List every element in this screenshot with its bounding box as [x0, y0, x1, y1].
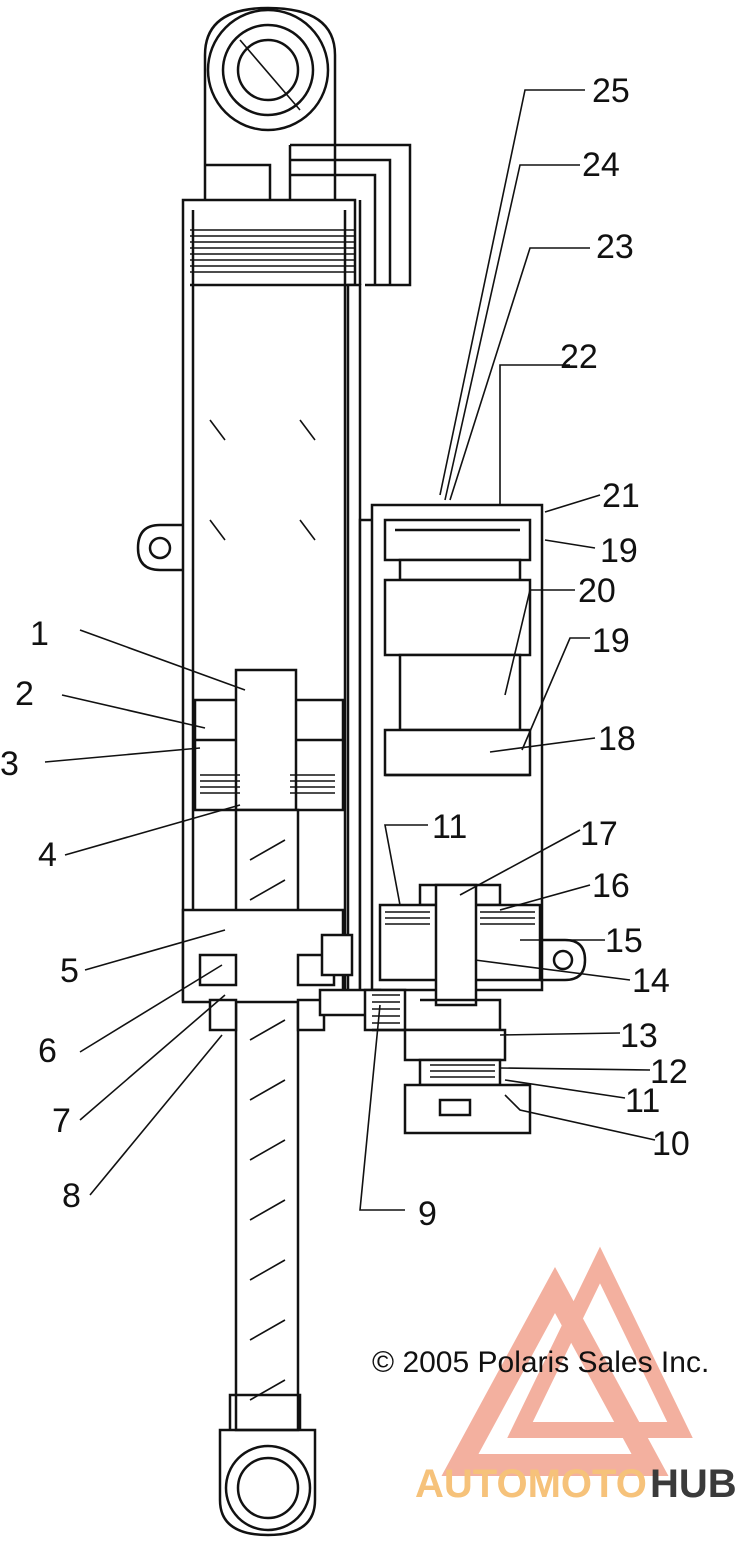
adjuster-knob-assembly: [372, 998, 532, 1135]
top-cap-threads: [190, 229, 355, 273]
callout-5: 5: [60, 952, 79, 990]
callout-2: 2: [15, 675, 34, 713]
callout-12: 12: [650, 1053, 688, 1091]
copyright-notice: © 2005 Polaris Sales Inc.: [372, 1346, 709, 1379]
reservoir-hose-top: [288, 143, 412, 287]
callout-3: 3: [0, 745, 19, 783]
callout-13: 13: [620, 1017, 658, 1055]
callout-18: 18: [598, 720, 636, 758]
hose-fitting: [318, 988, 407, 1032]
reservoir-side-ear: [540, 938, 587, 982]
callout-17: 17: [580, 815, 618, 853]
reservoir-body: [370, 503, 587, 1007]
leader-lines: [44, 89, 656, 1211]
piston-band: [200, 774, 335, 794]
callout-numbers: 1 2 3 4 5 6 7 8 9 10 11 11 12 13 14 15 1…: [0, 72, 690, 1233]
callout-16: 16: [592, 867, 630, 905]
watermark-text-automoto: AUTOMOTO: [415, 1462, 647, 1506]
callout-22: 22: [560, 338, 598, 376]
callout-6: 6: [38, 1032, 57, 1070]
callout-19-lower: 19: [592, 622, 630, 660]
callout-15: 15: [605, 922, 643, 960]
callout-11-upper: 11: [432, 808, 467, 846]
seal-head: [181, 908, 354, 1032]
callout-24: 24: [582, 146, 620, 184]
callout-7: 7: [52, 1102, 71, 1140]
callout-1: 1: [30, 615, 49, 653]
callout-19-upper: 19: [600, 532, 638, 570]
callout-4: 4: [38, 836, 57, 874]
callout-25: 25: [592, 72, 630, 110]
watermark-wordmark: AUTOMOTO HUB: [415, 1462, 737, 1506]
piston-rod: [234, 808, 300, 1432]
bottom-eye-mount: [218, 1393, 317, 1537]
piston-assembly: [193, 668, 345, 812]
reservoir-bladder-threads: [385, 911, 535, 925]
callout-8: 8: [62, 1177, 81, 1215]
watermark-text-hub: HUB: [650, 1462, 737, 1506]
side-mount-tab: [136, 523, 183, 572]
watermark-logo: [441, 1246, 693, 1476]
callout-21: 21: [602, 477, 640, 515]
callout-14: 14: [632, 962, 670, 1000]
top-eye-mount: [203, 6, 337, 200]
callout-10: 10: [652, 1125, 690, 1163]
callout-23: 23: [596, 228, 634, 266]
callout-20: 20: [578, 572, 616, 610]
callout-9: 9: [418, 1195, 437, 1233]
callout-11-lower: 11: [625, 1082, 660, 1120]
